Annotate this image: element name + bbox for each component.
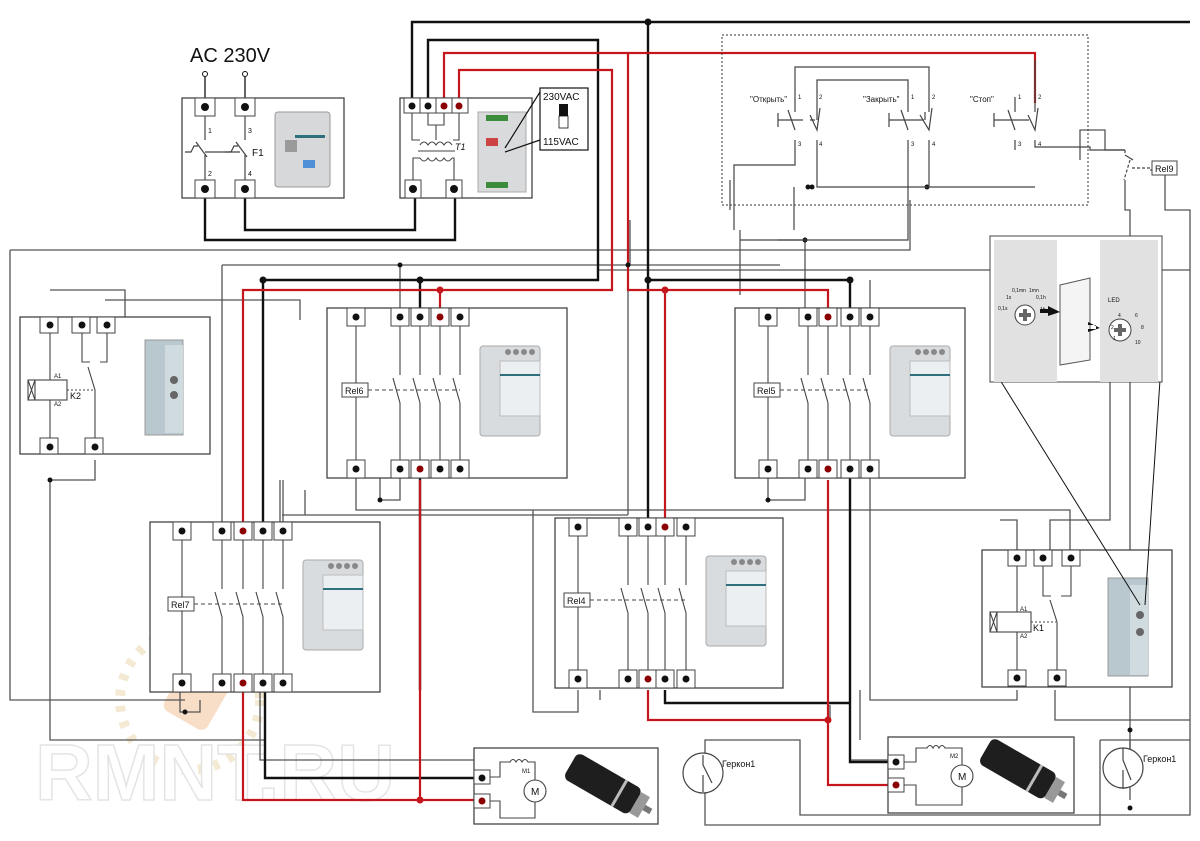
contactor-device-image [302, 559, 364, 651]
timer-detail-callout: LED 0,1mn 1mn 1s 0,1h 0,1s 1h 4 6 2 8 1 … [989, 235, 1163, 606]
contactor-device-image [479, 345, 541, 437]
push-button-close-icon [888, 107, 933, 132]
ac-supply: AC 230V [190, 45, 271, 103]
motor-image [980, 739, 1068, 803]
k2-label: K2 [70, 391, 81, 401]
relay-rel9-label: Rel9 [1155, 164, 1174, 174]
dial-label: 2 [1111, 325, 1114, 331]
motor-m2[interactable]: M M2 [887, 736, 1075, 814]
dial-label: 1h [1040, 307, 1046, 313]
relay-rel9-contact[interactable]: Rel9 [1123, 150, 1178, 181]
button-open-label: "Открыть" [750, 95, 787, 104]
selector-230vac: 230VAC [543, 92, 580, 103]
dial-label: 4 [1118, 313, 1121, 319]
svg-text:3: 3 [798, 142, 802, 148]
contactor-rel7[interactable]: Rel7 [149, 521, 381, 693]
motor-m1-label: M1 [522, 769, 531, 775]
button-stop[interactable]: "Стоп" 1 2 3 4 [970, 60, 1042, 148]
svg-text:2: 2 [1038, 95, 1042, 101]
motor-symbol-icon [950, 764, 974, 788]
timer-relay-k1[interactable]: A1 A2 K1 [981, 549, 1173, 688]
svg-text:4: 4 [932, 142, 936, 148]
svg-text:2: 2 [932, 95, 936, 101]
svg-text:3: 3 [911, 142, 915, 148]
contactor-rel4-label: Rel4 [567, 596, 586, 606]
watermark: RMNT.RU [34, 625, 396, 818]
dial-label: 6 [1135, 313, 1138, 319]
motor-symbol-icon [523, 779, 547, 803]
transformer-label: T1 [455, 142, 466, 152]
contactor-rel7-label: Rel7 [171, 600, 190, 610]
svg-text:4: 4 [819, 142, 823, 148]
breaker-pin-3: 3 [248, 128, 252, 135]
reed-switch-icon [682, 752, 724, 794]
reed-switch-left-label: Геркон1 [722, 759, 755, 769]
contactor-rel5-label: Rel5 [757, 386, 776, 396]
push-button-panel: "Открыть" 1 2 3 4 "Закрыть" 1 2 3 4 "Стоп" 1… [721, 34, 1125, 241]
motor-m2-label: M2 [950, 754, 959, 760]
power-supply-image [477, 111, 527, 193]
contactor-device-image [705, 555, 767, 647]
breaker-pin-4: 4 [248, 171, 252, 178]
watermark-text: RMNT.RU [35, 728, 395, 817]
junction-dots-red [416, 286, 832, 804]
k1-a1-label: A1 [1020, 607, 1028, 613]
breaker-pin-1: 1 [208, 128, 212, 135]
dial-label: 0,1s [998, 306, 1008, 312]
circuit-breaker-f1[interactable]: 1 2 3 4 F1 [181, 97, 345, 199]
k1-label: K1 [1033, 623, 1044, 633]
breaker-pin-2: 2 [208, 171, 212, 178]
led-label: LED [1108, 298, 1120, 304]
motor-m1[interactable]: M M1 [473, 747, 659, 825]
dial-label: 1s [1006, 295, 1012, 301]
timer-device-image [1107, 577, 1149, 677]
motor-symbol-text: M [531, 787, 539, 798]
timer-device-image [144, 339, 184, 436]
timer-relay-k2[interactable]: A1 A2 K2 [19, 316, 211, 455]
breaker-device-image [274, 111, 331, 188]
contactor-rel6-label: Rel6 [345, 386, 364, 396]
arrow-right-icon [1088, 322, 1100, 332]
motor-image [565, 754, 653, 818]
reed-switch-right[interactable]: Геркон1 [1102, 747, 1176, 789]
contactor-rel4[interactable]: Rel4 [554, 517, 784, 689]
button-close-label: "Закрыть" [863, 95, 900, 104]
dial-label: 1mn [1029, 288, 1039, 294]
push-button-stop-icon [993, 60, 1039, 133]
breaker-label: F1 [252, 148, 264, 159]
svg-text:1: 1 [911, 95, 915, 101]
svg-text:1: 1 [1018, 95, 1022, 101]
selector-115vac: 115VAC [543, 137, 579, 148]
dial-label: 1 [1113, 336, 1116, 342]
reed-switch-right-label: Геркон1 [1143, 754, 1176, 764]
dial-label: 10 [1135, 340, 1141, 346]
dial-label: 8 [1141, 325, 1144, 331]
svg-text:1: 1 [798, 95, 802, 101]
supply-label: AC 230V [190, 45, 271, 67]
button-open[interactable]: "Открыть" 1 2 3 4 [750, 95, 823, 148]
k2-a2-label: A2 [54, 402, 62, 408]
button-close[interactable]: "Закрыть" 1 2 3 4 [863, 95, 936, 148]
svg-text:4: 4 [1038, 142, 1042, 148]
dial-label: 0,1h [1036, 295, 1046, 301]
dial-label: 0,1mn [1012, 288, 1026, 294]
contactor-rel6[interactable]: Rel6 [326, 307, 568, 479]
transformer-symbol-icon [411, 113, 460, 180]
k2-a1-label: A1 [54, 374, 62, 380]
k1-a2-label: A2 [1020, 634, 1028, 640]
contactor-rel5[interactable]: Rel5 [734, 307, 966, 479]
contactor-device-image [889, 345, 951, 437]
arrow-left-icon [1040, 306, 1060, 316]
motor-symbol-text: M [958, 772, 966, 783]
button-stop-label: "Стоп" [970, 95, 994, 104]
svg-text:3: 3 [1018, 142, 1022, 148]
svg-text:2: 2 [819, 95, 823, 101]
reed-switch-left[interactable]: Геркон1 [682, 752, 755, 794]
transformer-t1[interactable]: T1 230VAC 115VAC [399, 87, 589, 199]
push-button-open-icon [777, 107, 821, 133]
